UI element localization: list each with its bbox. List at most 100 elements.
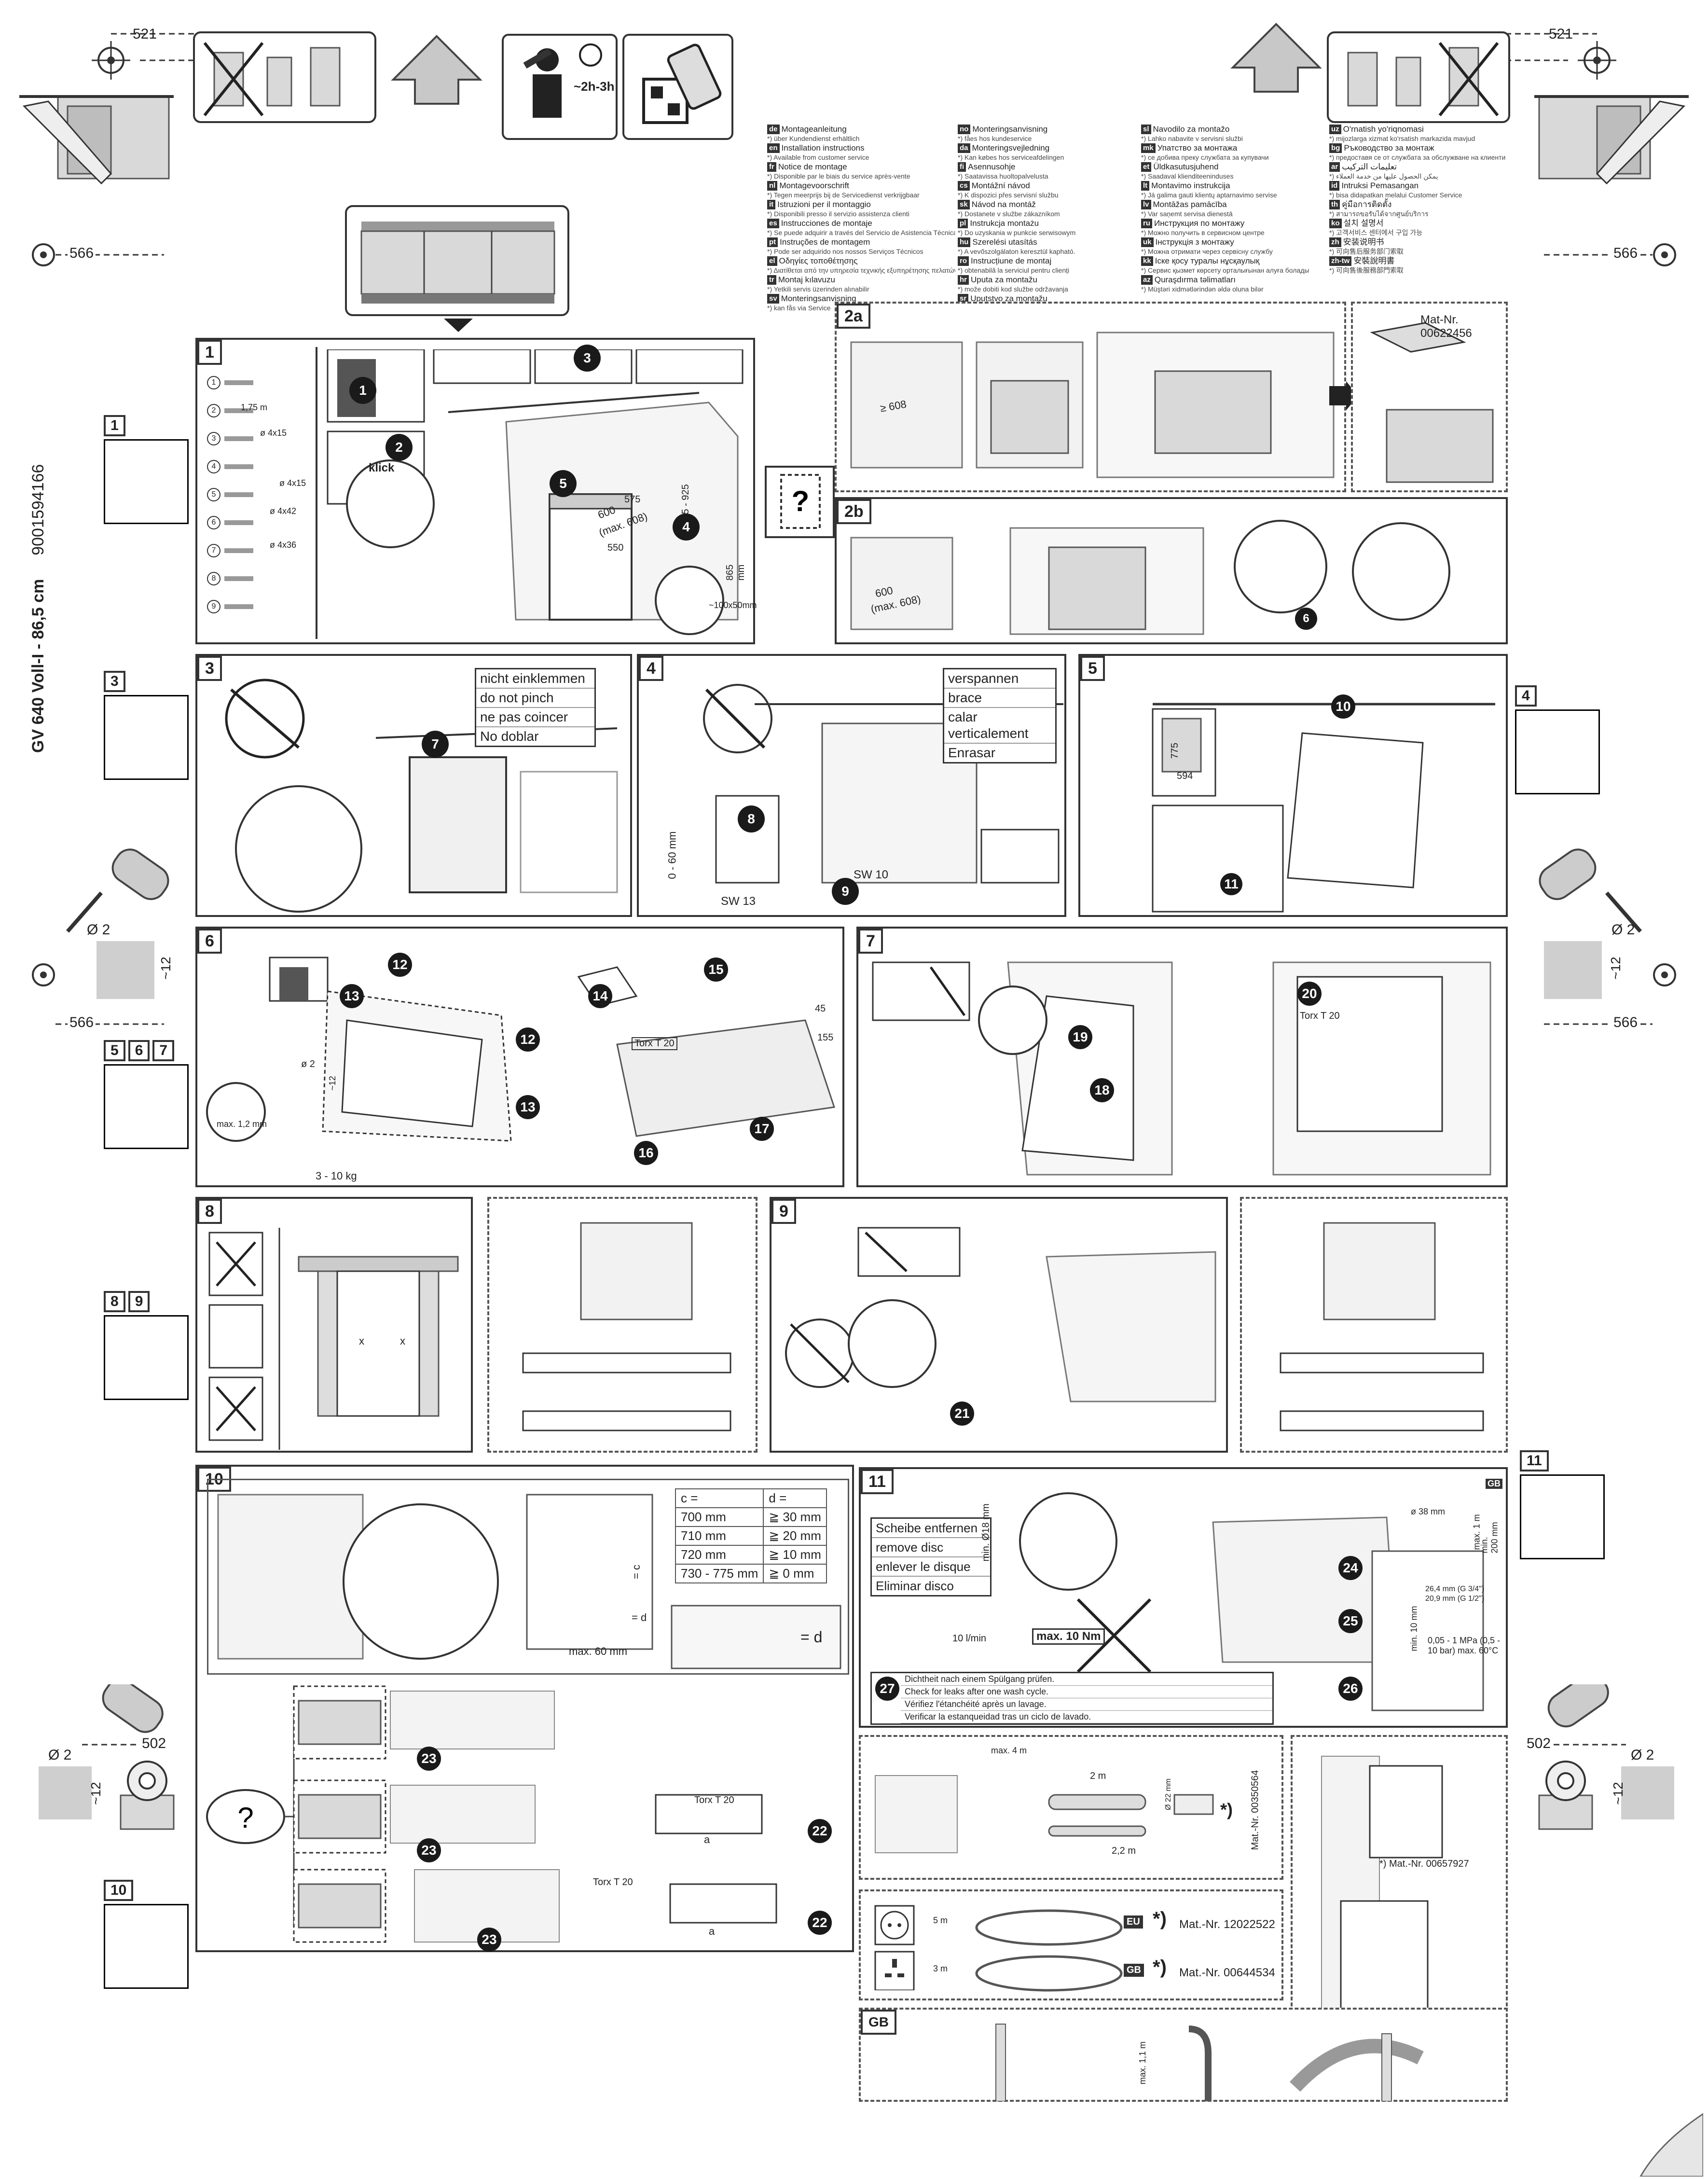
step-17: 17 xyxy=(750,1117,774,1141)
language-note: *) Do uzyskania w punkcie serwisowym xyxy=(958,228,1076,236)
language-title: Szerelési utasítás xyxy=(972,237,1037,247)
table-cell: ≧ 30 mm xyxy=(763,1507,827,1527)
language-code: en xyxy=(767,143,780,153)
corner-cabinet-illustration-right xyxy=(1534,95,1689,185)
panel-6: 6 Torx T 20 3 - 10 kg max. 1,2 mm 45 155… xyxy=(195,927,844,1187)
panel-2a: 2a ≥ 608 xyxy=(835,302,1346,492)
part-icon xyxy=(224,464,253,469)
table-row: 730 - 775 mm≧ 0 mm xyxy=(675,1564,827,1583)
leak-line: Dichtheit nach einem Spülgang prüfen. xyxy=(901,1673,1272,1686)
language-note: *) Сервис қызмет көрсету орталығынан алу… xyxy=(1141,266,1309,274)
qr-code[interactable] xyxy=(104,1315,189,1400)
language-code: zh xyxy=(1329,237,1341,247)
language-code: ar xyxy=(1329,162,1340,172)
dim-right-mid: 566 xyxy=(1612,245,1640,262)
panel-9: 9 21 xyxy=(770,1197,1228,1453)
language-note: *) 可向售後服務部門索取 xyxy=(1329,266,1404,274)
language-title: Ръководство за монтаж xyxy=(1344,143,1434,153)
language-code: bg xyxy=(1329,143,1342,153)
language-code: ko xyxy=(1329,219,1342,228)
step-20: 20 xyxy=(1297,982,1322,1006)
language-code: pt xyxy=(767,237,778,247)
qr-code[interactable] xyxy=(104,439,189,524)
gb-install-panel: GB max. 1,1 m xyxy=(859,2008,1508,2102)
drill-illustration-right-top: Ø 2 ~12 xyxy=(1525,845,1669,1009)
language-title: Quraşdırma təlimatları xyxy=(1154,275,1236,284)
step-16: 16 xyxy=(634,1141,658,1165)
language-code: uz xyxy=(1329,125,1341,134)
language-code: fi xyxy=(958,162,966,172)
dim-right-bottom: 502 xyxy=(1525,1735,1553,1752)
step-18: 18 xyxy=(1090,1078,1114,1102)
cable-icon xyxy=(975,1909,1123,1992)
step-13: 13 xyxy=(340,984,364,1008)
dim-left-bottom: 502 xyxy=(140,1735,168,1752)
language-note: *) Kan købes hos serviceafdelingen xyxy=(958,153,1064,161)
label-line: do not pinch xyxy=(476,689,594,708)
language-title: Monteringsanvisning xyxy=(781,294,856,303)
language-note: *) bisa didapatkan melalui Customer Serv… xyxy=(1329,191,1462,199)
language-code: ro xyxy=(958,256,969,266)
qr-code[interactable] xyxy=(104,1904,189,1989)
language-note: *) mijozlarga xizmat ko'rsatish markazid… xyxy=(1329,134,1475,142)
qr-code[interactable] xyxy=(104,1064,189,1149)
language-note: *) fåes hos kundeservice xyxy=(958,134,1032,142)
language-code: sv xyxy=(767,294,779,304)
label-line: ne pas coincer xyxy=(476,708,594,727)
question-box: ? xyxy=(765,466,835,538)
language-title: Intruksi Pemasangan xyxy=(1341,181,1419,190)
language-code: zh-tw xyxy=(1329,256,1352,266)
phone-scan-icon xyxy=(642,43,722,124)
language-code: fr xyxy=(767,162,776,172)
language-code: no xyxy=(958,125,971,134)
language-code: it xyxy=(767,200,776,209)
step-14: 14 xyxy=(588,984,612,1008)
part-number: 7 xyxy=(207,544,220,557)
language-note: *) يمكن الحصول عليها من خدمة العملاء xyxy=(1329,172,1438,180)
part-item: 7 xyxy=(207,537,313,565)
language-title: Οδηγίες τοποθέτησης xyxy=(779,256,858,265)
kitchen-overview xyxy=(345,205,569,316)
panel-10-top xyxy=(207,1479,849,1675)
no-cutting-icon xyxy=(1347,42,1499,116)
language-code: lt xyxy=(1141,181,1150,191)
panel-2b: 2b 600 (max. 608) 6 xyxy=(835,497,1508,644)
crosshair-icon xyxy=(92,41,130,80)
table-cell: 720 mm xyxy=(675,1545,764,1565)
part-icon xyxy=(224,548,253,553)
language-note: *) предоставя се от службата за обслужва… xyxy=(1329,153,1506,161)
leak-check-box: Dichtheit nach einem Spülgang prüfen.Che… xyxy=(870,1672,1274,1725)
drill-icon xyxy=(1539,848,1642,933)
step-22: 22 xyxy=(808,1819,832,1843)
language-code: mk xyxy=(1141,143,1156,153)
qr-code[interactable] xyxy=(1515,709,1600,794)
language-title: O'rnatish yo'riqnomasi xyxy=(1343,125,1424,134)
table-cell: 700 mm xyxy=(675,1507,764,1527)
step-12: 12 xyxy=(388,953,412,977)
step-23: 23 xyxy=(417,1747,441,1771)
step-12b: 12 xyxy=(516,1027,540,1052)
language-note: *) Se puede adquirir a través del Servic… xyxy=(767,228,955,236)
qr-code[interactable] xyxy=(104,695,189,780)
language-title: Notice de montage xyxy=(778,162,847,171)
drill-icon xyxy=(1547,1673,1609,1728)
part-item: 1 xyxy=(207,369,313,397)
drill-illustration-left-bottom: Ø 2 ~12 xyxy=(29,1679,183,1844)
language-code: pl xyxy=(958,219,968,228)
step-23b: 23 xyxy=(417,1838,441,1862)
qr-code[interactable] xyxy=(1520,1474,1605,1559)
language-note: *) Available from customer service xyxy=(767,153,869,161)
panel-8-detail xyxy=(487,1197,758,1453)
